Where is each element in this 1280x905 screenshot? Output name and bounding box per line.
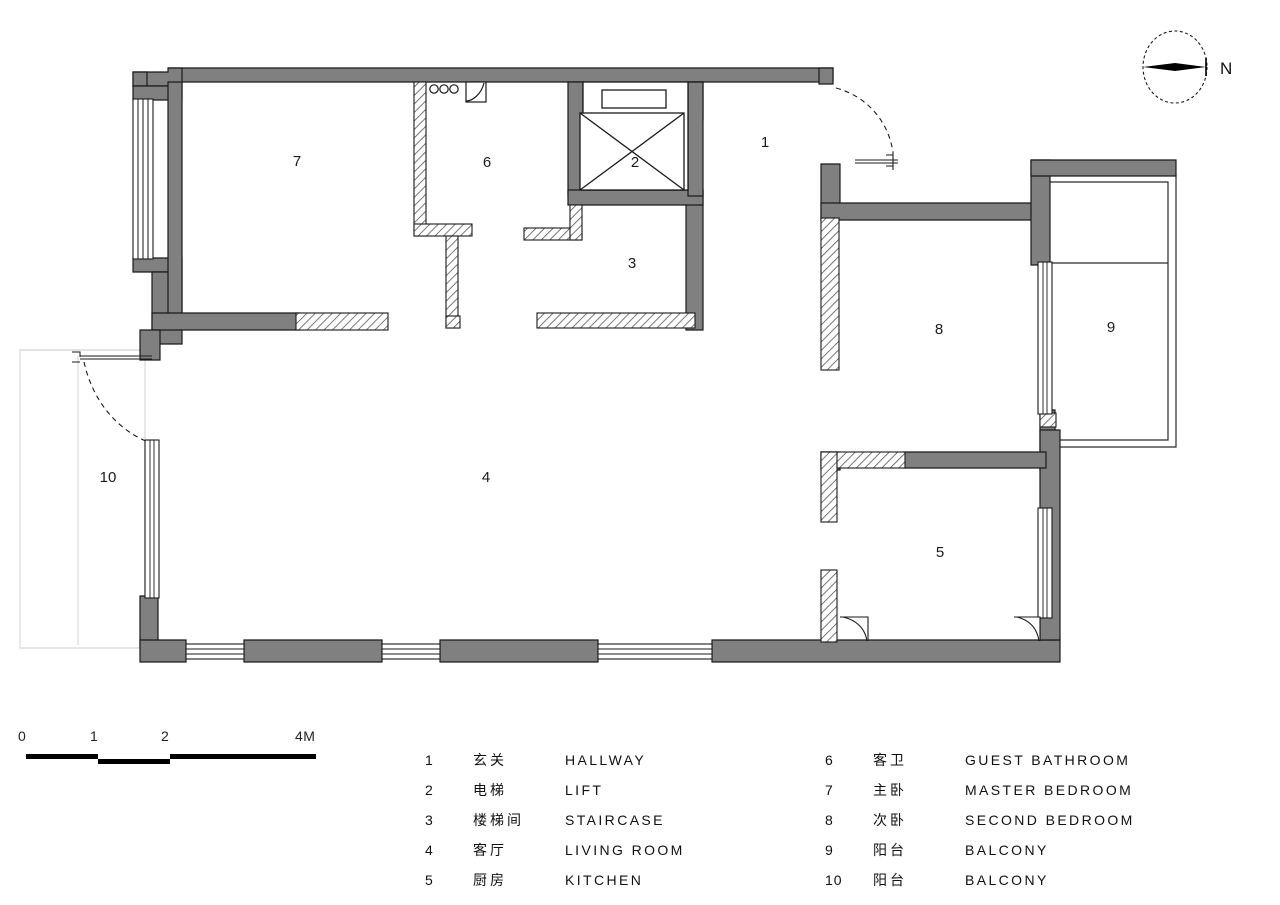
legend-name-cn: 楼梯间 — [473, 813, 524, 829]
room-label-3: 3 — [628, 255, 636, 272]
legend-number: 5 — [425, 872, 434, 888]
legend-row: 5 厨房 KITCHEN — [425, 865, 825, 895]
legend-row: 8 次卧 SECOND BEDROOM — [825, 805, 1225, 835]
partition-walls — [295, 81, 1057, 643]
legend-row: 7 主卧 MASTER BEDROOM — [825, 775, 1225, 805]
balcony-9-outline — [1040, 174, 1177, 448]
door-swings — [72, 87, 1041, 642]
legend-row: 10 阳台 BALCONY — [825, 865, 1225, 895]
room-number-labels: 1 2 3 4 5 6 7 8 9 10 — [100, 134, 1116, 561]
scale-segment-1 — [98, 759, 170, 764]
legend-number: 8 — [825, 812, 834, 828]
legend-name-en: BALCONY — [965, 872, 1049, 888]
compass-north-label: N — [1220, 59, 1232, 78]
legend-row: 2 电梯 LIFT — [425, 775, 825, 805]
legend-name-cn: 阳台 — [873, 843, 907, 859]
legend-name-en: LIFT — [565, 782, 604, 798]
room-label-1: 1 — [761, 134, 769, 151]
legend-row: 4 客厅 LIVING ROOM — [425, 835, 825, 865]
room-label-5: 5 — [936, 544, 944, 561]
scale-tick-2: 2 — [161, 728, 170, 744]
legend-number: 7 — [825, 782, 834, 798]
balcony-10-outline — [19, 349, 146, 649]
room-label-9: 9 — [1107, 319, 1115, 336]
legend-row: 1 玄关 HALLWAY — [425, 745, 825, 775]
legend-number: 1 — [425, 752, 434, 768]
legend-name-en: LIVING ROOM — [565, 842, 685, 858]
scale-tick-3: 4M — [295, 728, 316, 744]
legend-name-cn: 阳台 — [873, 873, 907, 889]
legend-name-cn: 玄关 — [473, 753, 507, 769]
scale-bar: 0 1 2 4M — [18, 728, 338, 780]
room-label-7: 7 — [293, 153, 301, 170]
legend-number: 6 — [825, 752, 834, 768]
scale-tick-0: 0 — [18, 728, 27, 744]
legend-name-cn: 电梯 — [473, 783, 507, 799]
legend-name-en: STAIRCASE — [565, 812, 665, 828]
compass-rose: N — [1130, 22, 1260, 112]
room-label-8: 8 — [935, 321, 943, 338]
legend-name-cn: 客卫 — [873, 753, 907, 769]
legend-name-cn: 主卧 — [873, 783, 907, 799]
lift-symbol — [579, 81, 689, 191]
legend-number: 3 — [425, 812, 434, 828]
legend-name-en: KITCHEN — [565, 872, 644, 888]
legend-row: 6 客卫 GUEST BATHROOM — [825, 745, 1225, 775]
legend-column-left: 1 玄关 HALLWAY 2 电梯 LIFT 3 楼梯间 STAIRCASE 4… — [425, 745, 825, 895]
windows — [132, 98, 1053, 660]
legend-name-cn: 厨房 — [473, 873, 507, 889]
legend-name-cn: 次卧 — [873, 813, 907, 829]
floor-plan-drawing: 1 2 3 4 5 6 7 8 9 10 — [19, 67, 1177, 663]
legend-name-en: HALLWAY — [565, 752, 647, 768]
compass-north-icon — [1142, 30, 1208, 104]
legend-number: 10 — [825, 872, 843, 888]
scale-segment-0 — [26, 754, 98, 759]
room-label-6: 6 — [483, 154, 491, 171]
legend-name-en: MASTER BEDROOM — [965, 782, 1134, 798]
legend-number: 4 — [425, 842, 434, 858]
scale-tick-1: 1 — [90, 728, 99, 744]
legend-number: 2 — [425, 782, 434, 798]
legend-name-en: BALCONY — [965, 842, 1049, 858]
legend-column-right: 6 客卫 GUEST BATHROOM 7 主卧 MASTER BEDROOM … — [825, 745, 1225, 895]
legend-number: 9 — [825, 842, 834, 858]
legend-row: 3 楼梯间 STAIRCASE — [425, 805, 825, 835]
legend-name-cn: 客厅 — [473, 843, 507, 859]
structural-walls — [132, 67, 1177, 663]
legend-row: 9 阳台 BALCONY — [825, 835, 1225, 865]
legend-name-en: GUEST BATHROOM — [965, 752, 1131, 768]
room-label-4: 4 — [482, 469, 490, 486]
room-label-2: 2 — [631, 154, 639, 171]
legend-name-en: SECOND BEDROOM — [965, 812, 1135, 828]
scale-segment-2 — [170, 754, 316, 759]
bathroom-fixtures — [429, 81, 487, 103]
room-legend: 1 玄关 HALLWAY 2 电梯 LIFT 3 楼梯间 STAIRCASE 4… — [425, 745, 1225, 895]
room-label-10: 10 — [100, 469, 117, 486]
